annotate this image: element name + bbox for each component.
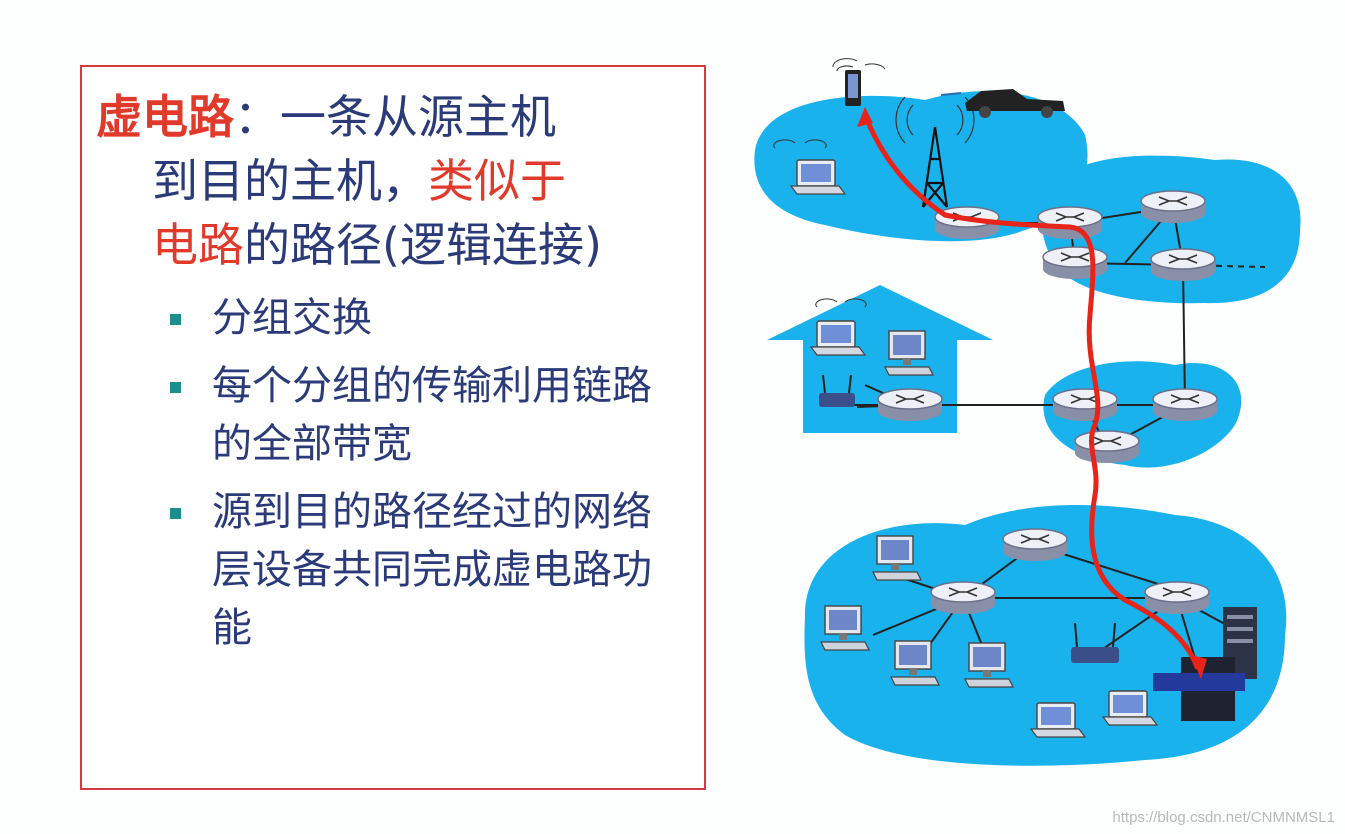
cell-tower-icon	[895, 96, 975, 208]
mobile-network	[754, 91, 1088, 242]
switch-icon	[1153, 673, 1245, 691]
server-icon	[1181, 607, 1257, 721]
wireless-signal-icon	[773, 139, 827, 149]
definition-part3: 的路径(逻辑连接)	[244, 218, 602, 272]
definition-circuit: 电路	[152, 218, 244, 272]
router-icon	[1152, 388, 1218, 422]
definition-box: 虚电路：一条从源主机 到目的主机，类似于 电路的路径(逻辑连接) 分组交换 每个…	[80, 65, 706, 790]
router-icon	[1042, 246, 1108, 280]
router-icon	[1074, 430, 1140, 464]
definition-part2: 到目的主机，	[152, 154, 428, 208]
bullet-list: 分组交换 每个分组的传输利用链路的全部带宽 源到目的路径经过的网络层设备共同完成…	[166, 289, 686, 667]
virtual-circuit-path	[862, 112, 1200, 670]
bullet-square-icon	[170, 382, 181, 393]
router-icon	[877, 388, 943, 422]
bullet-item: 源到目的路径经过的网络层设备共同完成虚电路功能	[166, 483, 686, 657]
router-icon	[1140, 190, 1206, 224]
institutional-network	[804, 505, 1287, 766]
definition-similar: 类似于	[428, 154, 566, 208]
arrowhead-icon	[1191, 655, 1207, 679]
definition-line3: 电路的路径(逻辑连接)	[96, 213, 696, 277]
wifi-router-icon	[1071, 622, 1119, 663]
bullet-square-icon	[170, 314, 181, 325]
definition-line2: 到目的主机，类似于	[96, 149, 696, 213]
wireless-signal-icon	[815, 298, 867, 308]
network-diagram	[754, 58, 1301, 766]
watermark: https://blog.csdn.net/CNMNMSL1	[1112, 809, 1335, 826]
definition-term: 虚电路	[96, 90, 234, 144]
router-icon	[1052, 388, 1118, 422]
bullet-text: 每个分组的传输利用链路的全部带宽	[212, 363, 652, 467]
router-icon	[1037, 206, 1103, 240]
arrowhead-icon	[857, 107, 873, 127]
bullet-item: 每个分组的传输利用链路的全部带宽	[166, 357, 686, 473]
bullet-text: 分组交换	[212, 295, 372, 341]
definition-text: 虚电路：一条从源主机 到目的主机，类似于 电路的路径(逻辑连接)	[96, 85, 696, 277]
router-icon	[1002, 528, 1068, 562]
car-icon	[940, 89, 1065, 118]
router-icon	[1144, 581, 1210, 615]
smartphone-icon	[832, 58, 886, 106]
definition-colon: ：	[234, 90, 280, 144]
bullet-square-icon	[170, 508, 181, 519]
router-icon	[930, 581, 996, 615]
definition-part1: 一条从源主机	[280, 90, 556, 144]
bullet-text: 源到目的路径经过的网络层设备共同完成虚电路功能	[212, 489, 652, 651]
bullet-item: 分组交换	[166, 289, 686, 347]
router-icon	[1150, 248, 1216, 282]
wifi-router-icon	[819, 374, 855, 407]
